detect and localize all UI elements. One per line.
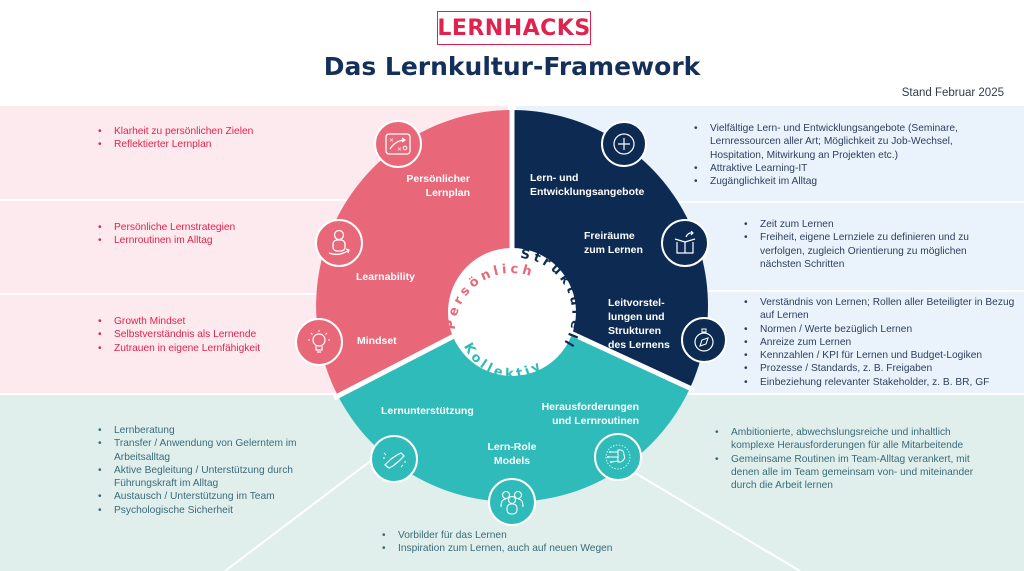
label-leitvorstellungen: Leitvorstel- lungen und Strukturen des L… — [608, 297, 670, 351]
bullets-leitvorstellungen: Verständnis von Lernen; Rollen aller Bet… — [744, 296, 1024, 389]
label-learnability: Learnability — [356, 271, 415, 283]
handshake-icon — [370, 435, 418, 483]
lernhacks-logo: LERNHACKS — [437, 11, 591, 45]
plus-circle-icon — [601, 121, 647, 167]
bullets-angebote: Vielfältige Lern- und Entwicklungsangebo… — [694, 122, 994, 189]
bullets-role-models: Vorbilder für das Lernen Inspiration zum… — [382, 529, 662, 556]
label-lernunterstuetzung: Lernunterstützung — [381, 405, 474, 417]
group-people-icon — [488, 478, 536, 526]
label-angebote: Lern- und Entwicklungsangebote — [530, 172, 645, 198]
bullets-learnability: Persönliche Lernstrategien Lernroutinen … — [98, 221, 328, 248]
bullets-persoenlicher-lernplan: Klarheit zu persönlichen Zielen Reflekti… — [98, 125, 328, 152]
label-mindset: Mindset — [357, 335, 397, 347]
strategy-board-icon: ×× — [374, 120, 422, 168]
version-date: Stand Februar 2025 — [901, 87, 1004, 99]
open-box-icon — [661, 219, 709, 267]
label-role-models: Lern-Role Models — [487, 441, 537, 467]
svg-text:×: × — [397, 146, 402, 153]
label-freiraeume: Freiräume zum Lernen — [584, 230, 643, 256]
compass-icon — [681, 317, 727, 363]
page-title: Das Lernkultur-Framework — [323, 52, 701, 81]
bullets-freiraeume: Zeit zum Lernen Freiheit, eigene Lernzie… — [744, 218, 989, 271]
brain-circuit-icon — [594, 433, 642, 481]
label-herausforderungen: Herausforderungen und Lernroutinen — [541, 401, 639, 427]
svg-text:×: × — [389, 137, 394, 144]
bullets-lernunterstuetzung: Lernberatung Transfer / Anwendung von Ge… — [98, 424, 308, 517]
bullets-herausforderungen: Ambitionierte, abwechslungsreiche und in… — [715, 426, 980, 492]
label-persoenlicher-lernplan: Persönlicher Lernplan — [406, 173, 470, 199]
bullets-mindset: Growth Mindset Selbstverständnis als Ler… — [98, 315, 328, 355]
